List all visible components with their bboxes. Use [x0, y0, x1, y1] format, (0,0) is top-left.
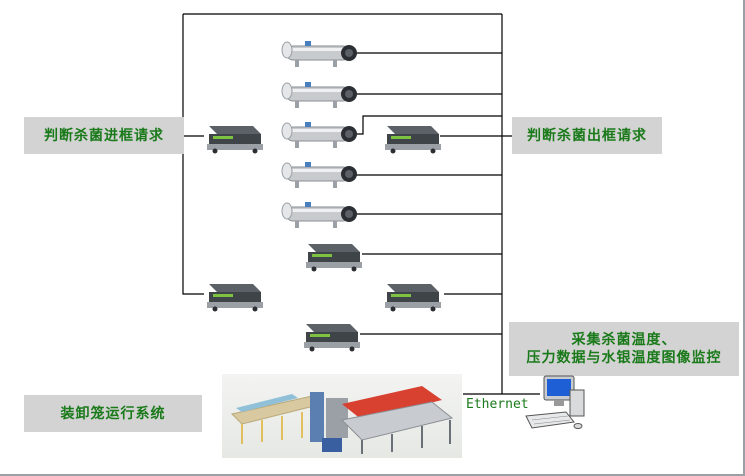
sterilizer-icon — [281, 82, 357, 108]
frame-cart-icon — [304, 324, 360, 352]
monitor-label: 采集杀菌温度、 压力数据与水银温度图像监控 — [509, 322, 739, 376]
sterilizer-icon — [281, 122, 357, 148]
ethernet-label: Ethernet — [466, 397, 529, 412]
loading-line-photo — [222, 374, 462, 458]
entry-request-text: 判断杀菌进框请求 — [44, 127, 164, 144]
frame-cart-icon — [207, 284, 263, 312]
sterilizer-icon — [281, 202, 357, 228]
cage-system-label: 装卸笼运行系统 — [24, 395, 202, 432]
monitor-text-line2: 压力数据与水银温度图像监控 — [526, 350, 722, 366]
frame-cart-icon — [385, 284, 441, 312]
monitor-text-line1: 采集杀菌温度、 — [571, 332, 677, 348]
exit-request-text: 判断杀菌出框请求 — [527, 127, 647, 144]
computer-icon — [525, 375, 585, 429]
sterilizer-icon — [281, 162, 357, 188]
frame-cart-icon — [385, 126, 441, 154]
sterilizer-icon — [281, 41, 357, 67]
frame-cart-icon — [207, 126, 263, 154]
entry-request-label: 判断杀菌进框请求 — [24, 117, 184, 154]
frame-cart-icon — [306, 244, 362, 272]
cage-system-text: 装卸笼运行系统 — [60, 405, 166, 422]
exit-request-label: 判断杀菌出框请求 — [512, 117, 662, 154]
